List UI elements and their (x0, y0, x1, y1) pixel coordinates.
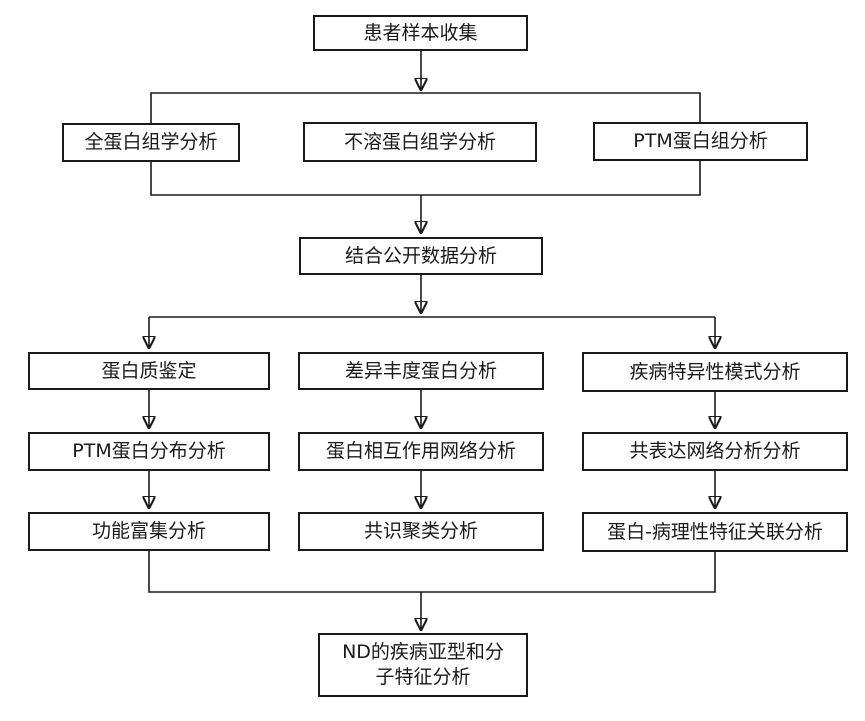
node-protein-identification: 蛋白质鉴定 (28, 352, 270, 390)
node-ptm-proteome-analysis: PTM蛋白组分析 (593, 122, 808, 161)
node-disease-specific-pattern-analysis: 疾病特异性模式分析 (582, 352, 848, 392)
node-ptm-distribution-analysis: PTM蛋白分布分析 (28, 432, 270, 471)
node-patient-sample-collection: 患者样本收集 (313, 15, 528, 51)
node-coexpression-network-analysis: 共表达网络分析分析 (582, 432, 848, 471)
node-insoluble-proteome-analysis: 不溶蛋白组学分析 (303, 122, 537, 162)
node-public-data-analysis: 结合公开数据分析 (299, 237, 543, 275)
node-nd-subtype-molecular-analysis: ND的疾病亚型和分 子特征分析 (318, 633, 528, 697)
node-functional-enrichment-analysis: 功能富集分析 (28, 512, 270, 551)
node-protein-pathology-association-analysis: 蛋白-病理性特征关联分析 (582, 512, 848, 552)
node-differential-abundance-analysis: 差异丰度蛋白分析 (298, 352, 544, 390)
node-consensus-clustering-analysis: 共识聚类分析 (298, 512, 544, 551)
node-whole-proteome-analysis: 全蛋白组学分析 (62, 123, 240, 162)
node-ppi-network-analysis: 蛋白相互作用网络分析 (298, 432, 544, 471)
merge-line (148, 551, 716, 593)
